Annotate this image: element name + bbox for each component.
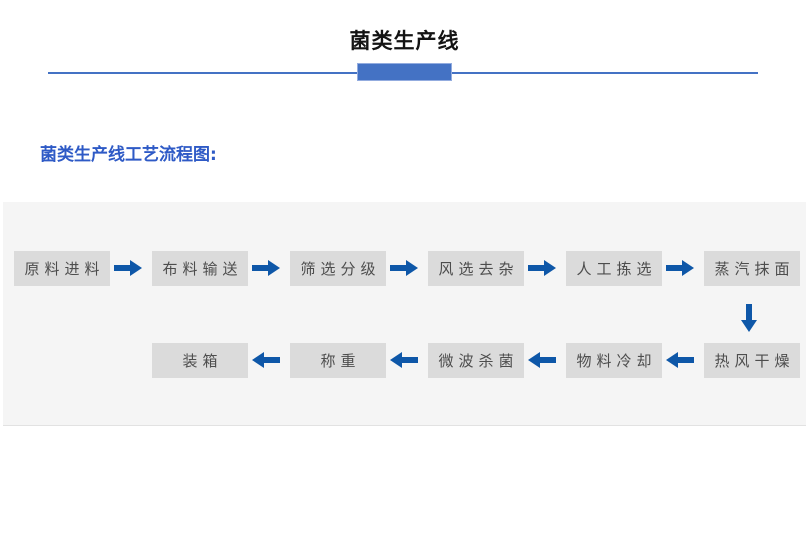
flow-step-raw-material-feed: 原料进料 <box>14 251 110 286</box>
title-divider-rect <box>357 63 452 81</box>
page-title: 菌类生产线 <box>349 29 460 53</box>
arrow-left-icon <box>666 352 694 368</box>
flow-diagram-panel: 原料进料 布料输送 筛选分级 风选去杂 人工拣选 蒸汽抹面 装箱 称重 微波杀菌… <box>3 202 806 426</box>
section-heading: 菌类生产线工艺流程图: <box>40 145 217 165</box>
flow-step-hot-air-drying: 热风干燥 <box>704 343 800 378</box>
flow-step-microwave-sterilization: 微波杀菌 <box>428 343 524 378</box>
flow-step-material-cooling: 物料冷却 <box>566 343 662 378</box>
arrow-down-icon <box>741 304 757 332</box>
arrow-right-icon <box>666 260 694 276</box>
flow-step-air-separation: 风选去杂 <box>428 251 524 286</box>
arrow-left-icon <box>390 352 418 368</box>
arrow-right-icon <box>390 260 418 276</box>
arrow-left-icon <box>252 352 280 368</box>
arrow-right-icon <box>114 260 142 276</box>
arrow-right-icon <box>252 260 280 276</box>
arrow-left-icon <box>528 352 556 368</box>
flow-step-weighing: 称重 <box>290 343 386 378</box>
arrow-right-icon <box>528 260 556 276</box>
flow-step-manual-sorting: 人工拣选 <box>566 251 662 286</box>
flow-step-material-conveying: 布料输送 <box>152 251 248 286</box>
flow-step-boxing: 装箱 <box>152 343 248 378</box>
flow-step-screening-grading: 筛选分级 <box>290 251 386 286</box>
flow-step-steam-surfacing: 蒸汽抹面 <box>704 251 800 286</box>
